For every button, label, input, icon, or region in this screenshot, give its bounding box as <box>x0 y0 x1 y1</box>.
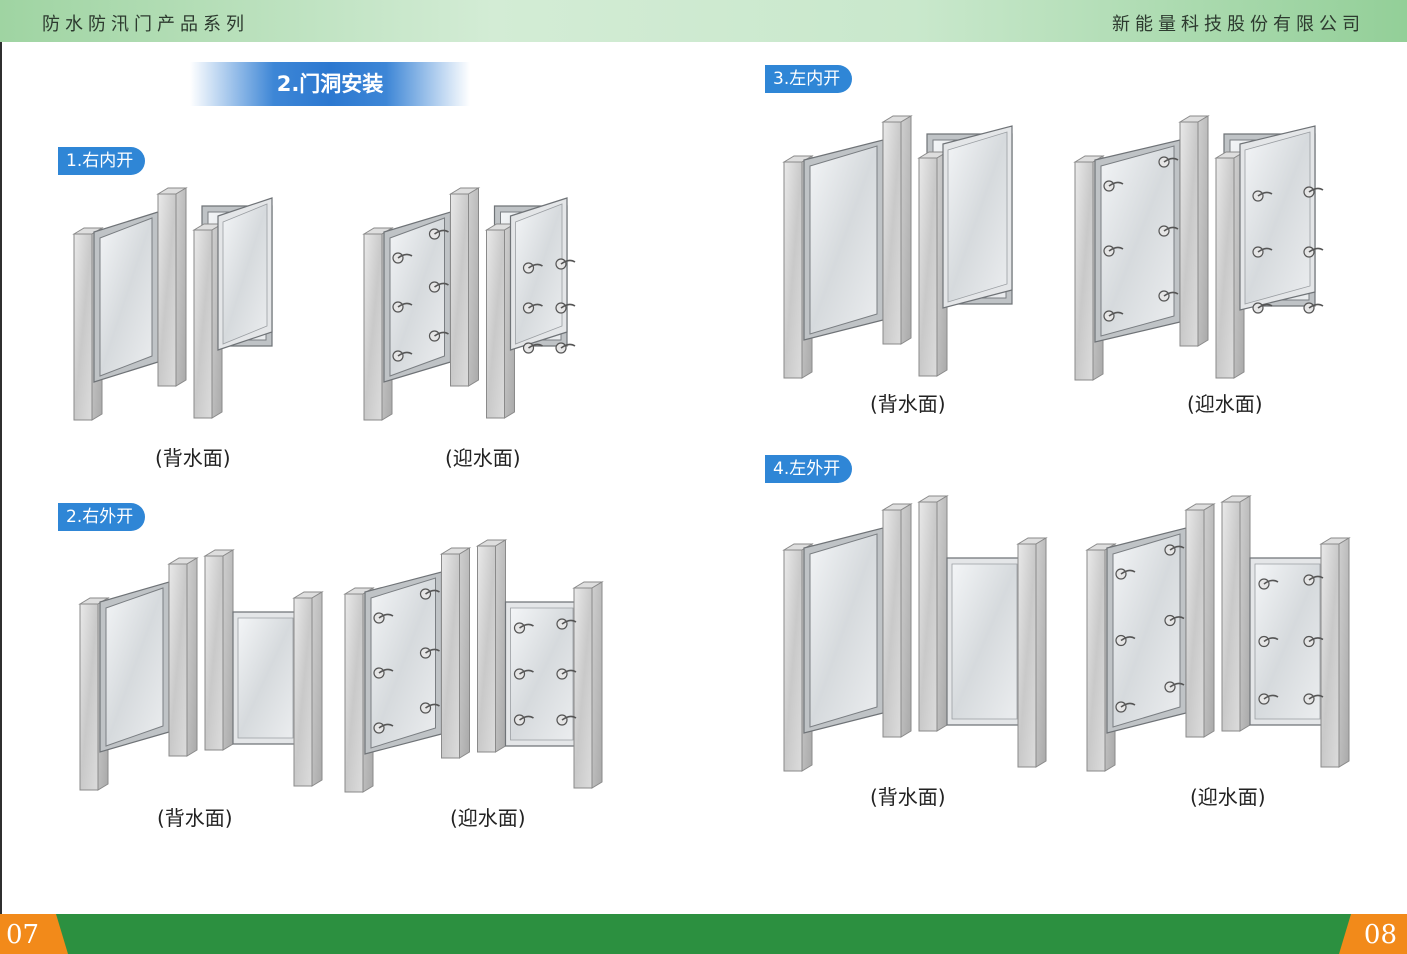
section-title: 2.门洞安装 <box>190 62 470 106</box>
header-bar: 防水防汛门产品系列 新能量科技股份有限公司 <box>0 0 1407 42</box>
door-frame <box>1106 527 1187 734</box>
door-illustration-right-outward-back <box>78 549 324 791</box>
product-series-title: 防水防汛门产品系列 <box>42 14 249 35</box>
tag-left-inward: 3.左内开 <box>765 65 853 93</box>
door-illustration-left-inward-back <box>782 115 1013 379</box>
concrete-pillar <box>448 187 481 387</box>
door-frame <box>803 139 884 341</box>
caption-front-face: (迎水面) <box>1190 785 1266 809</box>
concrete-pillar <box>917 495 949 732</box>
door-illustration-left-inward-front <box>1073 115 1324 381</box>
concrete-pillar <box>1016 537 1048 768</box>
door-frame <box>99 581 170 753</box>
door-frame <box>1094 139 1181 343</box>
tag-left-outward: 4.左外开 <box>765 455 853 483</box>
caption-back-face: (背水面) <box>870 785 946 809</box>
concrete-pillar <box>1319 537 1351 768</box>
clamp-handles <box>1115 544 1185 713</box>
concrete-pillar <box>475 539 508 753</box>
door-illustration-left-outward-back <box>782 495 1048 772</box>
concrete-pillar <box>167 557 199 757</box>
clamp-handles <box>373 588 440 734</box>
door-illustration-left-outward-front <box>1085 495 1351 772</box>
door-leaf <box>504 601 579 747</box>
tag-right-outward: 2.右外开 <box>58 503 146 531</box>
door-leaf <box>509 197 568 351</box>
door-leaf <box>946 557 1023 726</box>
concrete-pillar <box>1220 495 1252 732</box>
page-edge-line <box>0 42 2 914</box>
footer-bar <box>0 914 1407 954</box>
door-leaf <box>232 611 299 745</box>
door-leaf <box>942 125 1013 309</box>
concrete-pillar <box>881 503 913 738</box>
tag-right-inward: 1.右内开 <box>58 147 146 175</box>
door-illustration-right-inward-back <box>72 187 273 421</box>
caption-back-face: (背水面) <box>870 392 946 416</box>
page-number-right: 08 <box>1339 914 1407 954</box>
company-name: 新能量科技股份有限公司 <box>1112 14 1365 35</box>
clamp-handles <box>1252 186 1324 314</box>
door-frame <box>93 211 159 383</box>
clamp-handles <box>1258 574 1324 705</box>
caption-front-face: (迎水面) <box>445 446 521 470</box>
clamp-handles <box>513 618 577 726</box>
door-leaf <box>217 197 273 351</box>
caption-front-face: (迎水面) <box>450 806 526 830</box>
concrete-pillar <box>439 547 472 759</box>
caption-back-face: (背水面) <box>155 446 231 470</box>
page-number-left: 07 <box>0 914 68 954</box>
clamp-handles <box>522 258 576 354</box>
door-illustration-right-outward-front <box>343 539 604 793</box>
concrete-pillar <box>203 549 235 751</box>
door-leaf <box>1239 125 1316 311</box>
concrete-pillar <box>156 187 188 387</box>
concrete-pillar <box>292 591 324 787</box>
caption-front-face: (迎水面) <box>1187 392 1263 416</box>
caption-back-face: (背水面) <box>157 806 233 830</box>
concrete-pillar <box>572 581 604 789</box>
door-illustration-right-inward-front <box>362 187 576 421</box>
clamp-handles <box>392 228 449 362</box>
clamp-handles <box>1103 156 1179 322</box>
door-leaf <box>1249 557 1326 726</box>
door-frame <box>803 527 884 734</box>
concrete-pillar <box>1184 503 1216 738</box>
concrete-pillar <box>881 115 913 345</box>
concrete-pillar <box>1178 115 1210 347</box>
